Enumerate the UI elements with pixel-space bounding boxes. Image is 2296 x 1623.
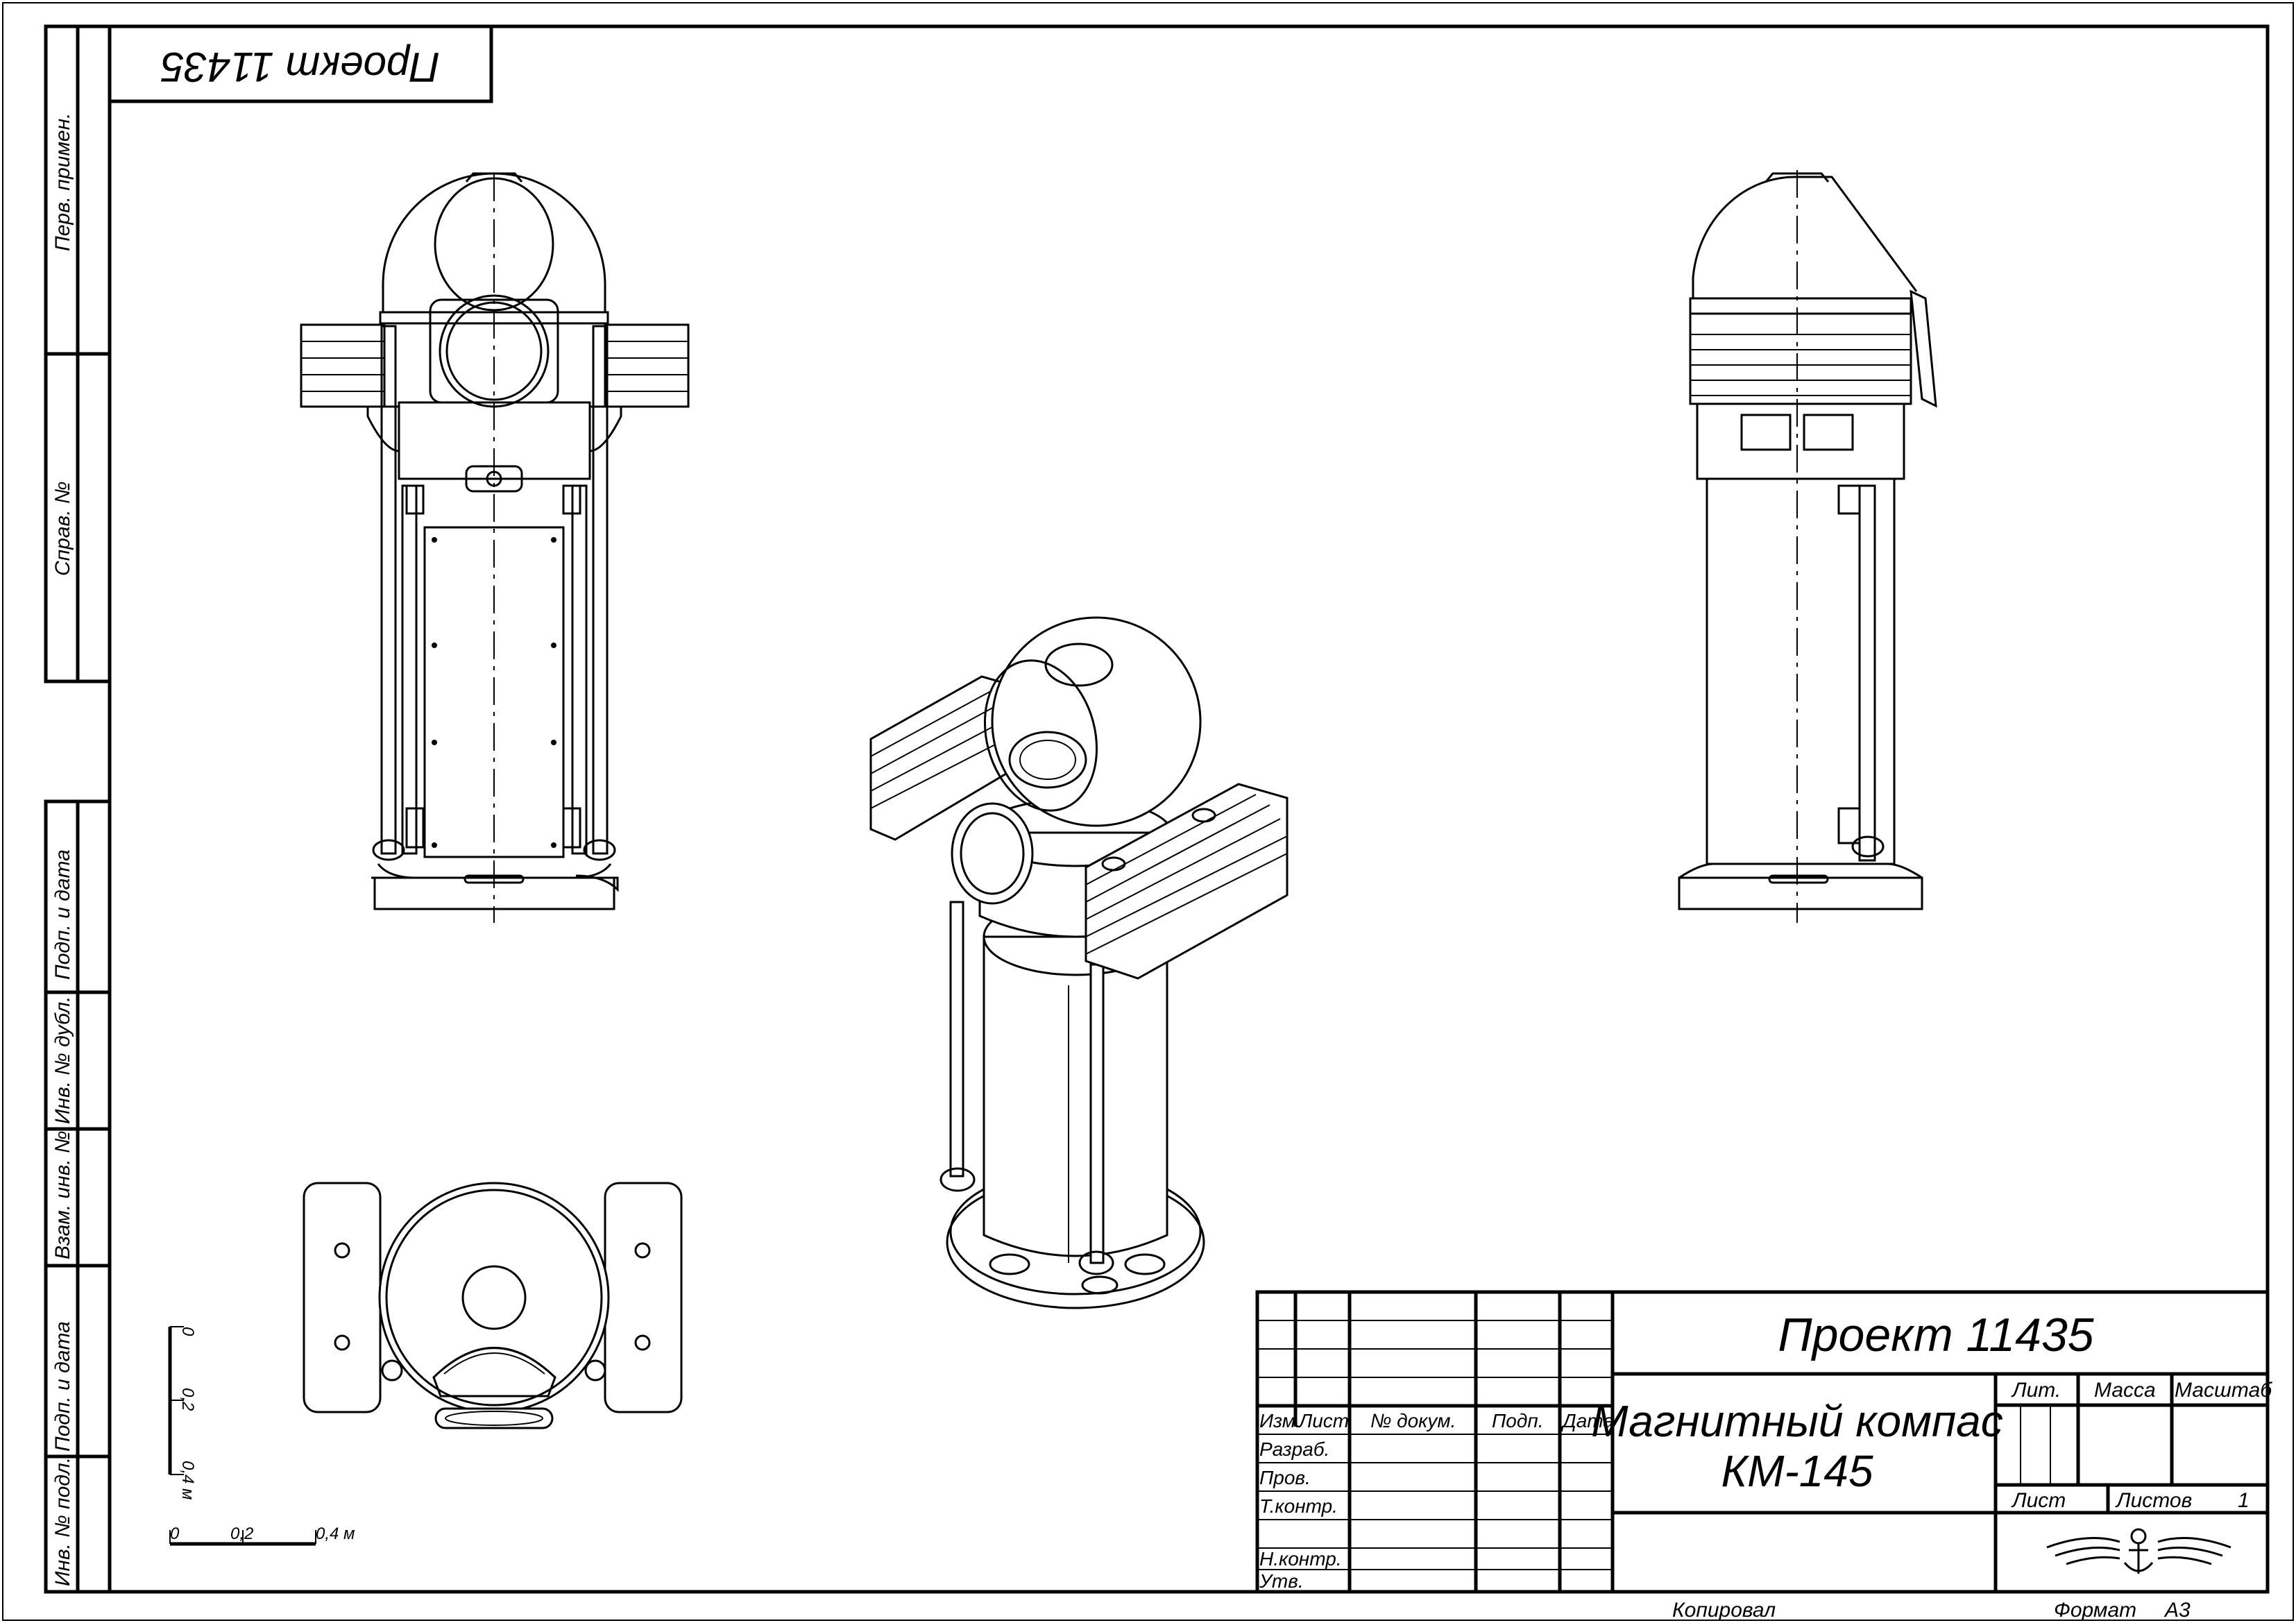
side-strip: Перв. примен. Справ. № Подп. и дата Инв.… bbox=[44, 24, 112, 1594]
footer-format-value: А3 bbox=[2163, 1599, 2191, 1622]
side-label-podp-data-1: Подп. и дата bbox=[51, 849, 74, 980]
isometric-view bbox=[869, 616, 1289, 1309]
scale-y-tick-1: 0,2 bbox=[178, 1388, 197, 1411]
side-label-inv-podl: Инв. № подл. bbox=[51, 1457, 74, 1586]
scale-x-tick-1: 0,2 bbox=[230, 1524, 253, 1543]
front-view bbox=[300, 172, 690, 923]
header-podp: Подп. bbox=[1492, 1410, 1544, 1431]
listov-value: 1 bbox=[2238, 1489, 2250, 1512]
row-nkontr: Н.контр. bbox=[1259, 1548, 1342, 1570]
label-list: Лист bbox=[2011, 1489, 2066, 1512]
anchor-wings-emblem bbox=[2046, 1528, 2231, 1574]
row-razrab: Разраб. bbox=[1259, 1438, 1329, 1460]
scale-y-tick-0: 0 bbox=[178, 1327, 197, 1336]
header-izm: Изм. bbox=[1259, 1410, 1301, 1431]
scale-y-tick-2: 0,4 м bbox=[178, 1461, 197, 1499]
header-lit: Лит. bbox=[2011, 1379, 2061, 1402]
label-listov: Листов bbox=[2115, 1489, 2192, 1512]
side-label-podp-data-2: Подп. и дата bbox=[51, 1321, 74, 1452]
header-doc-no: № докум. bbox=[1370, 1410, 1456, 1431]
header-data: Дата bbox=[1561, 1410, 1614, 1431]
row-utv: Утв. bbox=[1259, 1570, 1304, 1592]
product-name-line2: КМ-145 bbox=[1721, 1446, 1873, 1496]
scale-x-tick-2: 0,4 м bbox=[316, 1524, 355, 1543]
project-label-box: Проект 11435 bbox=[108, 24, 493, 103]
row-tkontr: Т.контр. bbox=[1259, 1495, 1338, 1517]
scale-x-tick-0: 0 bbox=[170, 1524, 180, 1543]
scale-bar: 0 0,2 0,4 м 0 0,2 0,4 м bbox=[168, 1326, 355, 1546]
side-label-perv-primen: Перв. примен. bbox=[51, 113, 74, 251]
product-name-line1: Магнитный компас bbox=[1591, 1396, 2003, 1446]
project-label-inverted: Проект 11435 bbox=[161, 44, 440, 90]
side-label-vzam-inv: Взам. инв. № bbox=[51, 1130, 74, 1259]
top-view bbox=[303, 1182, 683, 1429]
footer-kopiroval: Копировал bbox=[1672, 1599, 1776, 1622]
header-masshtab: Масштаб bbox=[2175, 1379, 2272, 1402]
row-prov: Пров. bbox=[1259, 1467, 1311, 1488]
footer-format: Формат bbox=[2054, 1599, 2136, 1622]
side-view bbox=[1678, 170, 1937, 923]
header-massa: Масса bbox=[2094, 1379, 2156, 1402]
side-label-inv-dubl: Инв. № дубл. bbox=[51, 996, 74, 1125]
title-block: Проект 11435 Магнитный компас КМ-145 Изм… bbox=[1255, 1290, 2272, 1594]
header-list: Лист bbox=[1298, 1410, 1349, 1431]
designation: Проект 11435 bbox=[1778, 1309, 2093, 1361]
side-label-sprav-no: Справ. № bbox=[51, 482, 74, 576]
